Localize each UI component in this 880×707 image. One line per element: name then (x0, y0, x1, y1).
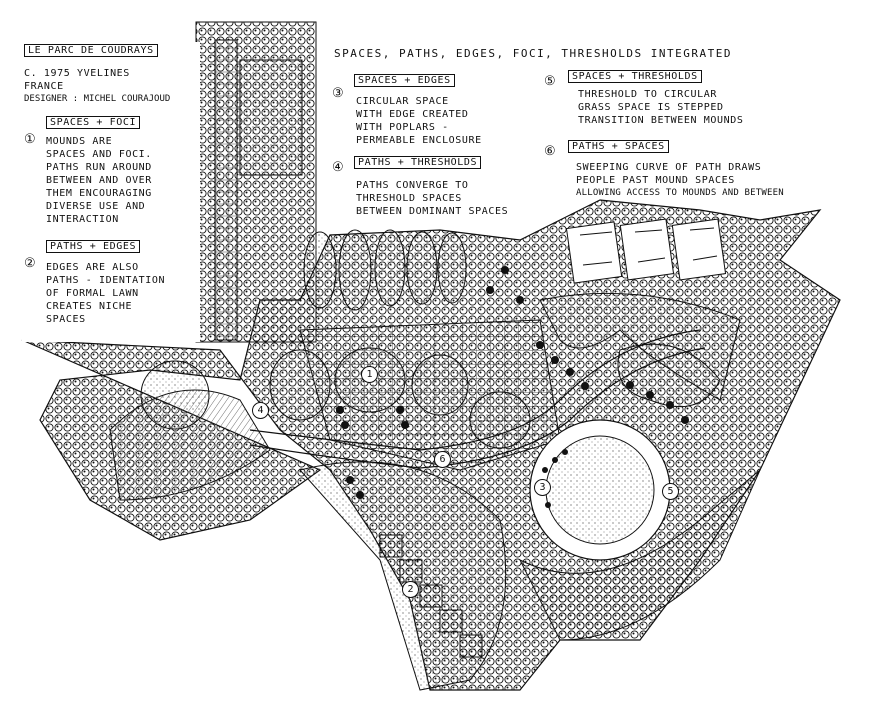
note-1-line-5: THEM ENCOURAGING (46, 188, 152, 199)
sweeping-path (249, 329, 701, 451)
project-title-box: LE PARC DE COUDRAYS (24, 44, 158, 57)
plan-marker-3: 3 (534, 479, 551, 496)
plan-marker-6: 6 (434, 451, 451, 468)
note-6-heading: PATHS + SPACES (568, 140, 669, 153)
scattered-trees (336, 266, 689, 508)
stepped-tree-boxes (379, 534, 483, 658)
note-4-heading: PATHS + THRESHOLDS (354, 156, 482, 169)
note-4-line-2: THRESHOLD SPACES (356, 193, 462, 204)
note-1-line-3: PATHS RUN AROUND (46, 162, 152, 173)
note-2-line-4: CREATES NICHE (46, 301, 133, 312)
note-6-number: ⑥ (544, 144, 556, 159)
note-5-line-3: TRANSITION BETWEEN MOUNDS (578, 115, 744, 126)
note-6-line-3: ALLOWING ACCESS TO MOUNDS AND BETWEEN (576, 188, 784, 198)
note-2-line-5: SPACES (46, 314, 86, 325)
note-6-line-1: SWEEPING CURVE OF PATH DRAWS (576, 162, 762, 173)
note-5-heading: SPACES + THRESHOLDS (568, 70, 702, 83)
note-1-line-6: DIVERSE USE AND (46, 201, 146, 212)
note-5-number: ⑤ (544, 74, 556, 89)
note-3-line-3: WITH POPLARS - (356, 122, 449, 133)
note-1-line-4: BETWEEN AND OVER (46, 175, 152, 186)
plan-marker-1: 1 (361, 366, 378, 383)
note-2-number: ② (24, 256, 36, 271)
designer: DESIGNER : MICHEL COURAJOUD (24, 94, 171, 104)
note-5-line-1: THRESHOLD TO CIRCULAR (578, 89, 718, 100)
note-1-number: ① (24, 132, 36, 147)
sweeping-path-edge (249, 347, 706, 469)
note-5-line-2: GRASS SPACE IS STEPPED (578, 102, 724, 113)
main-title: SPACES, PATHS, EDGES, FOCI, THRESHOLDS I… (334, 47, 733, 60)
poplar-row (303, 229, 467, 311)
note-4-line-3: BETWEEN DOMINANT SPACES (356, 206, 509, 217)
note-4-line-1: PATHS CONVERGE TO (356, 180, 469, 191)
project-title: LE PARC DE COUDRAYS (24, 44, 158, 57)
north-tree-strip (195, 21, 317, 343)
plan-marker-2: 2 (402, 581, 419, 598)
plan-marker-5: 5 (662, 483, 679, 500)
date-place: c. 1975 YVELINES (24, 68, 130, 79)
note-1-line-7: INTERACTION (46, 214, 119, 225)
note-1-line-1: MOUNDS ARE (46, 136, 113, 147)
note-2-line-3: OF FORMAL LAWN (46, 288, 139, 299)
note-2-line-1: EDGES ARE ALSO (46, 262, 139, 273)
note-3-line-2: WITH EDGE CREATED (356, 109, 469, 120)
country: FRANCE (24, 81, 64, 92)
note-4-number: ④ (332, 160, 344, 175)
note-3-line-1: CIRCULAR SPACE (356, 96, 449, 107)
header-block (22, 42, 200, 342)
note-3-heading: SPACES + EDGES (354, 74, 455, 87)
note-2-heading: PATHS + EDGES (46, 240, 141, 253)
note-3-number: ③ (332, 86, 344, 101)
note-1-line-2: SPACES AND FOCI. (46, 149, 152, 160)
note-6-line-2: PEOPLE PAST MOUND SPACES (576, 175, 735, 186)
note-1-heading: SPACES + FOCI (46, 116, 141, 129)
note-3-line-4: PERMEABLE ENCLOSURE (356, 135, 482, 146)
plan-marker-4: 4 (252, 402, 269, 419)
note-2-line-2: PATHS - IDENTATION (46, 275, 166, 286)
courts (565, 218, 727, 284)
